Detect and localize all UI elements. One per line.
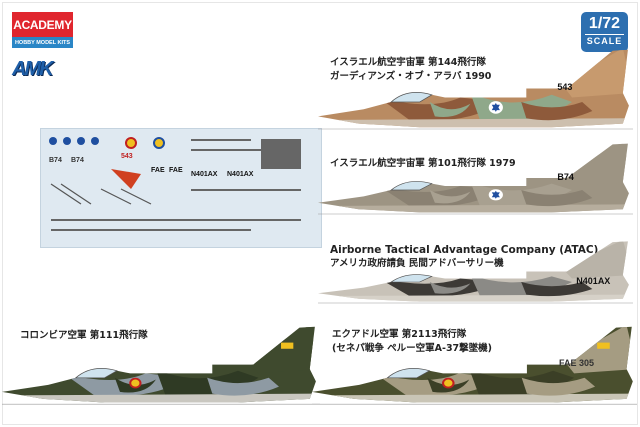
scheme-4-title: コロンビア空軍 第111飛行隊 [20,330,148,341]
decal-code: N401AX [191,171,218,178]
aircraft-profile-ecuador: FAE 305 [312,325,637,413]
roundel [129,377,142,389]
camo-patch [429,102,471,118]
camouflage [318,143,629,213]
academy-logo-subtitle: HOBBY MODEL KITS [12,37,73,48]
scheme-3-title: Airborne Tactical Advantage Company (ATA… [330,244,599,269]
camouflage [312,326,633,403]
camo-patch [561,241,629,279]
camo-patch [521,190,593,207]
camo-patch [470,93,573,124]
camo-patch [470,182,573,209]
aircraft-profile-israel-101: B74 [318,142,633,222]
decal-code: FAE [151,167,165,174]
aircraft-code: FAE 305 [559,358,595,369]
scheme-5-title: エクアドル空軍 第2113飛行隊(セネパ戦争 ペルー空軍A-37撃墜機) [332,329,493,354]
camo-patch [561,49,629,98]
camouflage [318,241,629,302]
scale-ratio: 1/72 [588,15,621,32]
decal-markings [49,137,301,231]
aircraft-silhouette [312,326,637,405]
amk-logo: AMK [12,58,72,80]
camo-patch [429,190,471,204]
academy-logo-text: ACADEMY [12,12,73,37]
scheme-1-title: イスラエル航空宇宙軍 第144飛行隊ガーディアンズ・オブ・アラバ 1990 [330,57,492,82]
roundel [441,377,455,389]
decal-code: FAE [169,167,183,174]
decal-sheet: B74 B74 543 FAE FAE N401AX N401AX [40,128,322,248]
camo-patch [470,275,573,299]
canopy [390,274,433,283]
decal-code: B74 [71,157,84,164]
decal-code: 543 [121,153,133,160]
aircraft-code: N401AX [576,276,611,287]
camo-patch [318,294,629,302]
aircraft-code: B74 [557,172,574,183]
aircraft-profile-atac: N401AX [318,240,633,310]
amk-logo-text: AMK [12,58,54,80]
aircraft-profile-colombia [2,325,320,413]
star-of-david-icon [491,102,500,112]
scale-label: SCALE [585,34,624,46]
camo-patch [521,102,593,121]
camo-patch [2,393,316,403]
tail-flag [281,342,294,349]
tail-flag [597,342,610,349]
aircraft-code: 543 [557,82,573,93]
decal-code: N401AX [227,171,254,178]
aircraft-silhouette [318,241,633,304]
camouflage [318,49,629,128]
canopy [390,181,433,191]
canopy [74,368,118,379]
camo-patch [563,326,633,374]
star-of-david-icon [491,190,500,199]
academy-logo: ACADEMY HOBBY MODEL KITS [12,12,73,49]
aircraft-silhouette [318,143,633,215]
aircraft-profile-israel-144: 543 [318,48,633,138]
camo-patch [155,369,259,399]
camo-patch [248,326,316,374]
camo-patch [207,377,279,396]
camo-patch [318,118,629,128]
camo-patch [318,204,629,213]
scale-badge: 1/72 SCALE [581,12,628,52]
camo-patch [521,377,596,396]
canopy [390,92,433,103]
camouflage [2,326,316,403]
canopy [386,368,431,379]
scheme-2-title: イスラエル航空宇宙軍 第101飛行隊 1979 [330,158,516,169]
camo-patch [521,282,593,297]
camo-patch [312,393,633,403]
aircraft-silhouette [318,49,633,130]
camo-patch [469,369,575,399]
camo-patch [429,282,471,294]
decal-code: B74 [49,157,62,164]
camo-patch [561,143,629,186]
aircraft-silhouette [2,326,320,405]
